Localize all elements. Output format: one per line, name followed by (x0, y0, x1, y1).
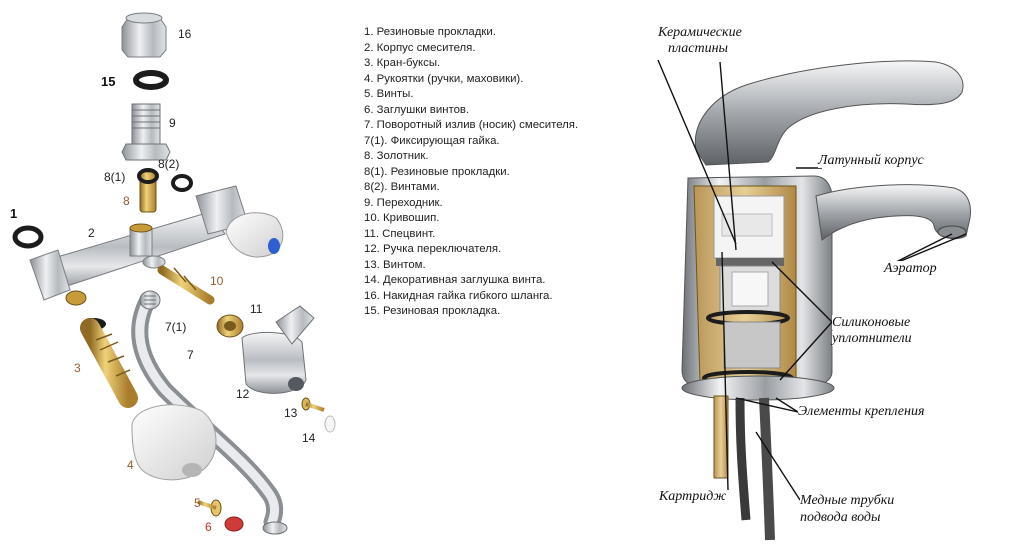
rubber-gasket-8-2 (171, 174, 193, 192)
parts-list-item: 1. Резиновые прокладки. (364, 26, 496, 38)
callout-13: 13 (284, 406, 298, 420)
threaded-stud (713, 395, 729, 479)
callout-2: 2 (88, 226, 95, 240)
callout-11: 11 (250, 302, 263, 316)
decorative-screw-cap (324, 415, 336, 433)
callout-1: 1 (10, 206, 18, 221)
label-cartridge: Картридж (659, 489, 727, 504)
special-screw (216, 314, 244, 338)
screw-13 (301, 397, 325, 412)
parts-list-item: 15. Резиновая прокладка. (364, 305, 501, 317)
callout-10: 10 (210, 274, 224, 288)
parts-list-item: 3. Кран-буксы. (364, 57, 441, 69)
parts-list-item: 5. Винты. (364, 88, 414, 100)
handle-blue (225, 212, 284, 258)
parts-list-item: 2. Корпус смесителя. (364, 41, 476, 54)
parts-list-item: 8(2). Винтами. (364, 181, 440, 193)
label-silicone-seals-2: уплотнители (832, 331, 912, 346)
exploded-view-illustration (12, 12, 336, 535)
label-brass-body: Латунный корпус (818, 153, 924, 168)
parts-list-item: 14. Декоративная заглушка винта. (364, 274, 546, 286)
parts-list-item: 4. Рукоятки (ручки, маховики). (364, 72, 524, 85)
parts-list-item: 16. Накидная гайка гибкого шланга. (364, 289, 553, 302)
rubber-gasket-8-1 (137, 168, 159, 184)
valve-cartridge (80, 318, 138, 408)
spool-8 (139, 171, 157, 213)
callout-7: 7 (187, 348, 194, 362)
rubber-gasket-15 (133, 70, 169, 90)
rubber-gasket-1 (12, 225, 44, 249)
callout-9: 9 (169, 116, 176, 130)
cutaway-faucet-illustration (657, 59, 971, 541)
callout-8-1: 8(1) (104, 170, 126, 184)
label-silicone-seals-1: Силиконовые (832, 315, 911, 330)
label-ceramic-plates-2: пластины (668, 41, 729, 56)
callout-5: 5 (194, 496, 201, 510)
callout-4: 4 (127, 458, 134, 472)
parts-list: 1. Резиновые прокладки. 2. Корпус смесите… (364, 25, 578, 320)
parts-list-item: 6. Заглушки винтов. (364, 103, 470, 116)
callout-16: 16 (178, 27, 192, 41)
faucet-lever (694, 60, 964, 166)
callout-7-1: 7(1) (165, 320, 187, 334)
fixing-nut (139, 290, 161, 310)
adapter (121, 103, 171, 161)
copper-tube-1 (735, 397, 751, 521)
screw-5 (197, 499, 222, 517)
callout-8: 8 (123, 194, 130, 208)
callout-8-2: 8(2) (158, 157, 180, 171)
parts-list-item: 8. Золотник. (364, 150, 429, 162)
switch-handle (241, 305, 315, 394)
copper-tube-2 (759, 397, 775, 541)
parts-list-item: 12. Ручка переключателя. (364, 243, 502, 255)
screw-cap-red (224, 516, 244, 532)
aerator (937, 225, 967, 239)
base-ring (681, 375, 835, 401)
crank (157, 265, 215, 305)
hose-union-nut (121, 12, 167, 58)
label-ceramic-plates-1: Керамические (658, 25, 742, 40)
parts-list-item: 9. Переходник. (364, 196, 443, 209)
callout-6: 6 (205, 520, 212, 534)
label-copper-tubes-2: подвода воды (800, 510, 881, 525)
label-mounting-elements: Элементы крепления (798, 404, 925, 419)
parts-list-item: 7. Поворотный излив (носик) смесителя. (364, 119, 579, 131)
parts-list-item: 10. Кривошип. (364, 212, 440, 224)
callout-3: 3 (74, 361, 81, 375)
cutaway-section (693, 185, 797, 386)
callout-14: 14 (302, 431, 316, 445)
parts-list-item: 11. Спецвинт. (364, 227, 436, 240)
label-aerator: Аэратор (884, 261, 937, 276)
parts-list-item: 8(1). Резиновые прокладки. (364, 165, 510, 178)
label-copper-tubes-1: Медные трубки (800, 493, 895, 508)
callout-15: 15 (101, 74, 116, 89)
parts-list-item: 13. Винтом. (364, 258, 426, 271)
callout-12: 12 (236, 387, 250, 401)
parts-list-item: 7(1). Фиксирующая гайка. (364, 134, 500, 147)
handle-white (131, 404, 217, 481)
